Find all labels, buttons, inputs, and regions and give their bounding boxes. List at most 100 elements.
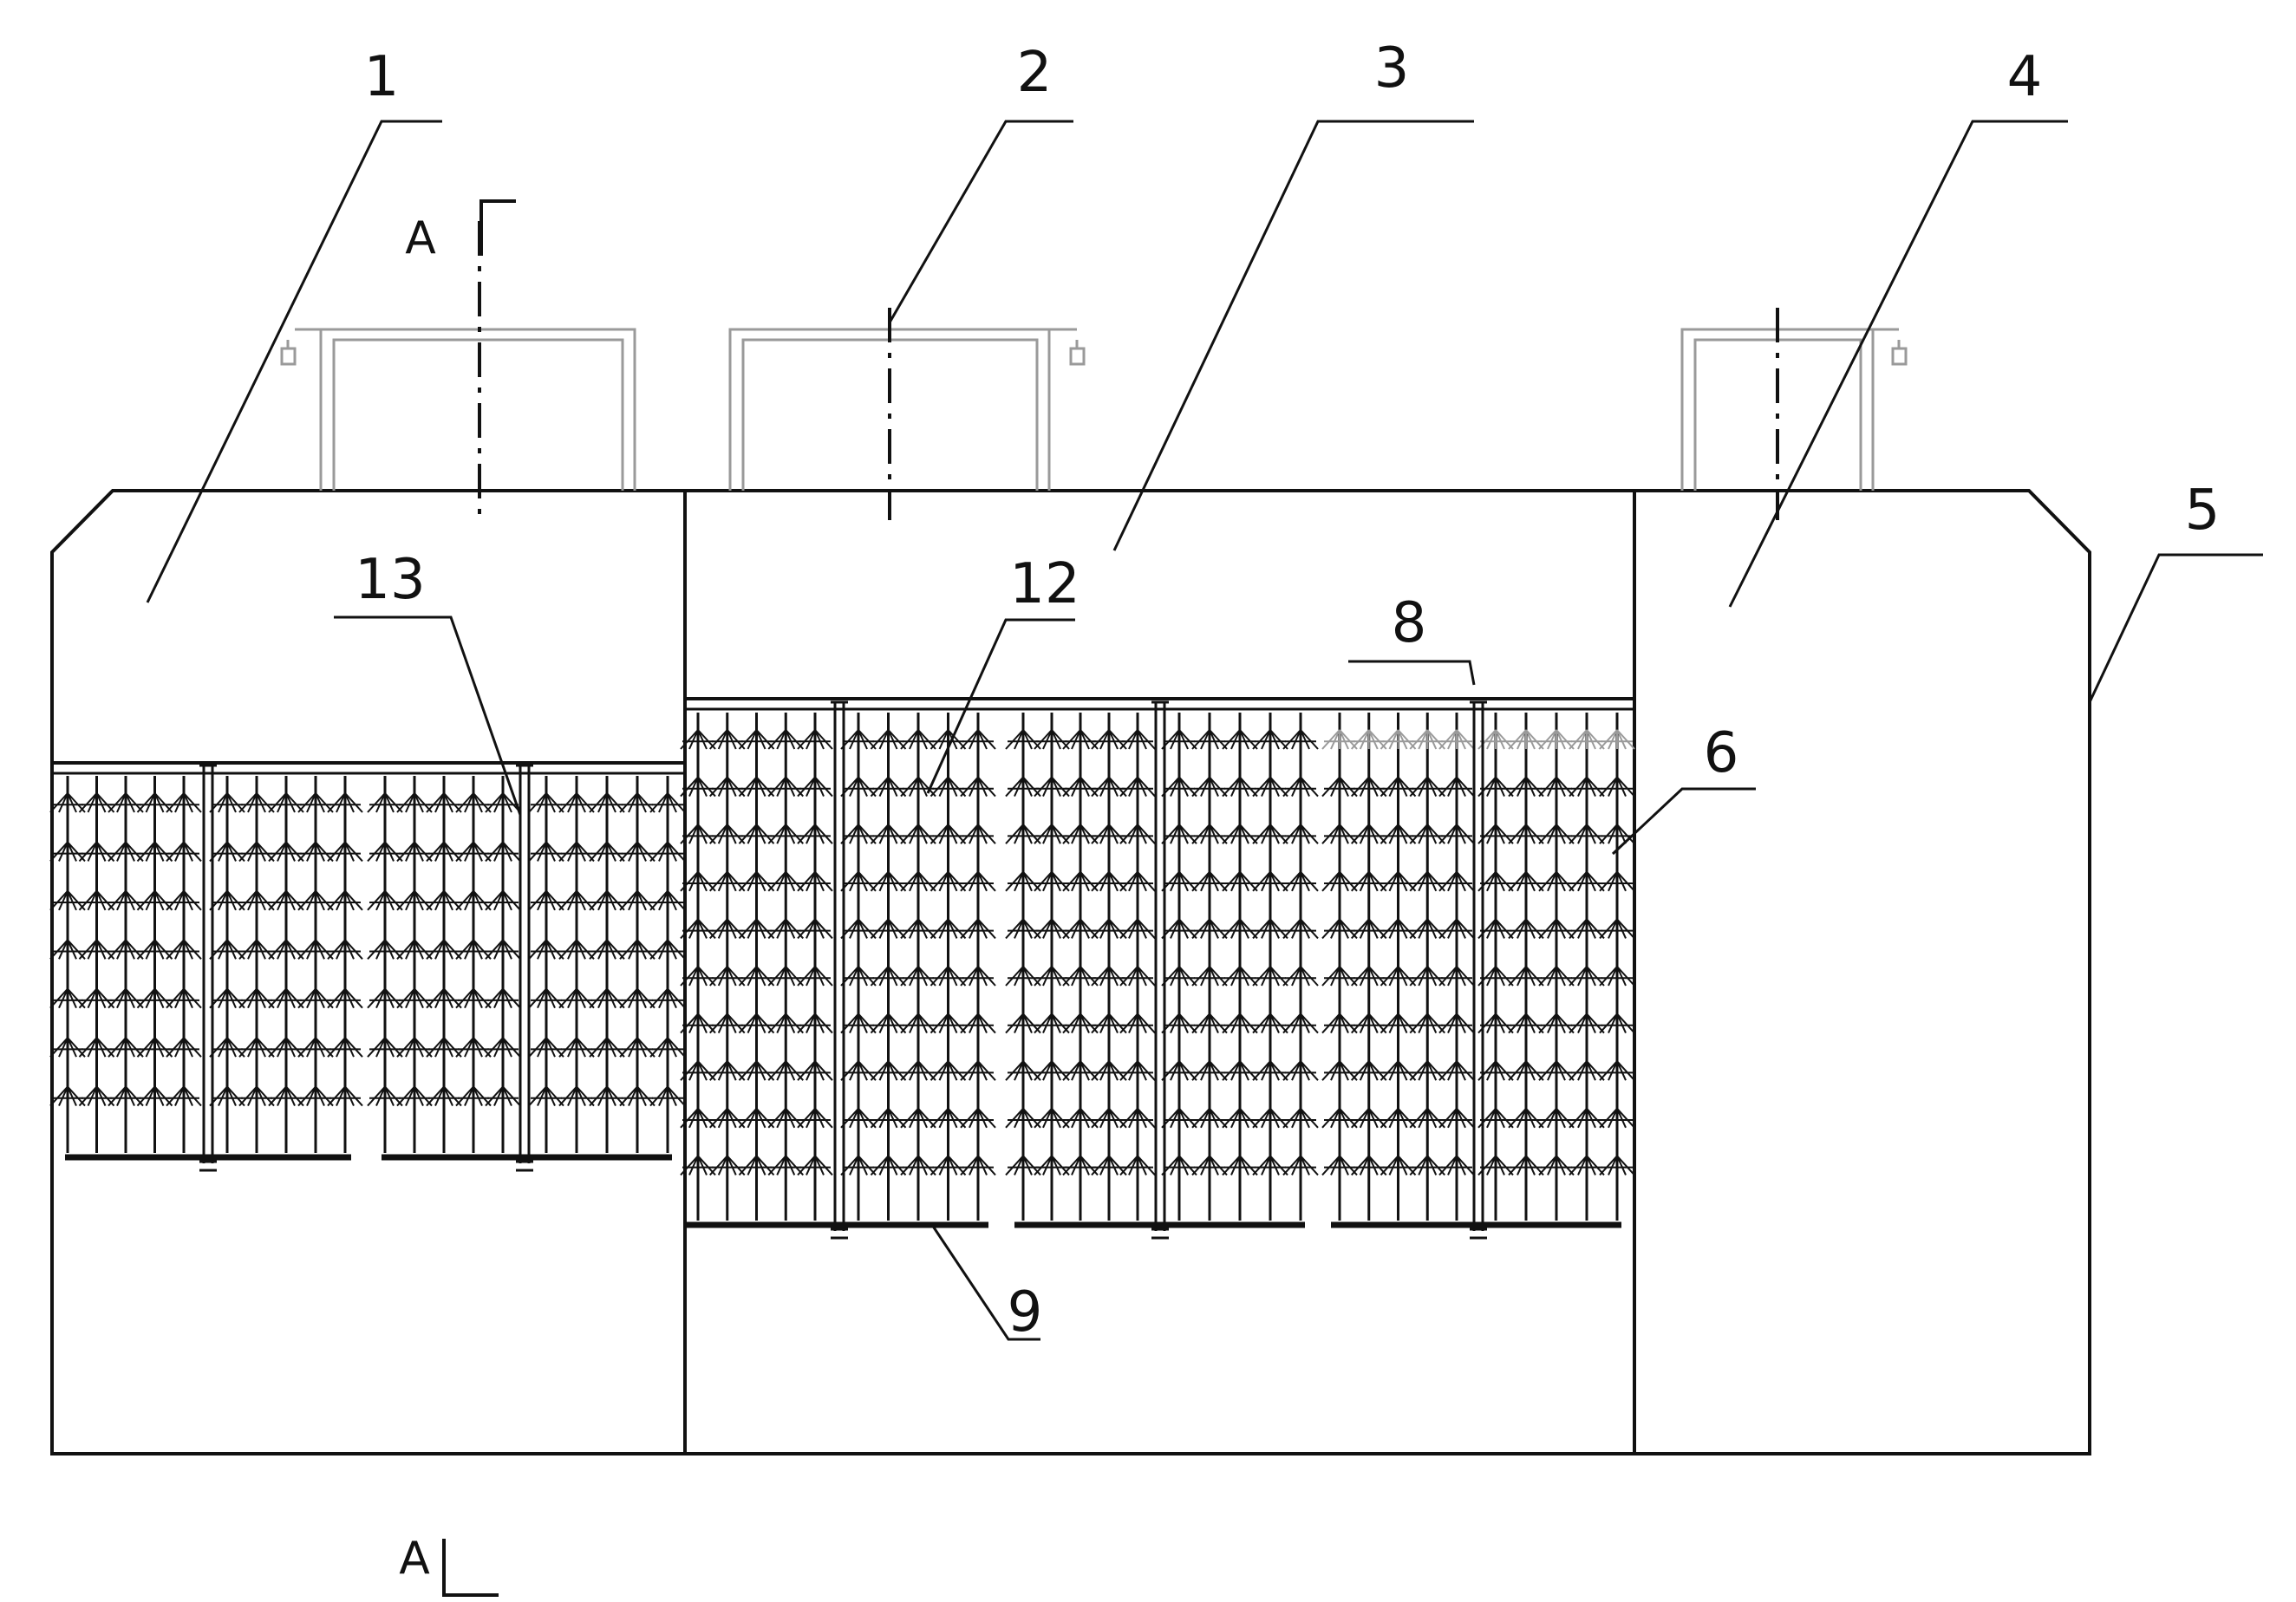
media-fiber — [473, 890, 483, 911]
media-fiber — [977, 729, 996, 750]
media-fiber — [900, 871, 919, 892]
media-fiber — [174, 890, 185, 911]
media-fiber — [697, 918, 708, 939]
media-fiber — [1359, 918, 1370, 939]
media-fiber — [1438, 871, 1458, 892]
media-fiber — [1456, 1060, 1475, 1081]
media-fiber — [1525, 776, 1544, 798]
media-fiber — [1525, 824, 1544, 844]
media-fiber — [537, 842, 547, 862]
media-fiber — [680, 729, 699, 750]
media-fiber — [1022, 824, 1033, 844]
media-fiber — [726, 1108, 737, 1129]
media-fiber — [1569, 1108, 1588, 1129]
media-fiber — [1269, 729, 1280, 750]
media-fiber — [1062, 1060, 1081, 1081]
media-fiber — [1599, 1155, 1618, 1176]
media-fiber — [1209, 777, 1219, 798]
media-fiber — [947, 966, 958, 987]
media-fiber — [1080, 1155, 1090, 1175]
media-fiber — [619, 988, 638, 1009]
media-fiber — [1409, 1108, 1428, 1129]
media-fiber — [268, 841, 287, 863]
media-fiber — [938, 918, 949, 939]
media-fiber — [1477, 918, 1497, 940]
media-fiber — [870, 1155, 890, 1176]
media-fiber — [502, 988, 512, 1009]
media-fiber — [1209, 1060, 1219, 1081]
media-fiber — [1388, 966, 1399, 987]
media-fiber — [1599, 1108, 1618, 1129]
media-fiber — [1191, 1108, 1210, 1129]
media-fiber — [938, 871, 949, 892]
media-fiber — [558, 1085, 577, 1107]
media-fiber — [1239, 824, 1258, 844]
media-fiber — [858, 729, 868, 750]
media-fiber — [434, 1037, 445, 1058]
media-fiber — [938, 966, 949, 987]
media-fiber — [285, 988, 296, 1009]
media-fiber — [849, 777, 859, 798]
media-fiber — [960, 776, 979, 798]
media-fiber — [1051, 1155, 1061, 1175]
media-fiber — [336, 1037, 346, 1058]
media-fiber — [1269, 966, 1280, 987]
media-fiber — [1569, 1013, 1588, 1034]
media-fiber — [174, 792, 185, 813]
media-fiber — [502, 988, 521, 1009]
media-fiber — [558, 890, 577, 911]
media-fiber — [917, 1060, 928, 1081]
media-fiber — [1200, 918, 1210, 939]
media-fiber — [277, 1086, 287, 1106]
media-fiber — [528, 988, 547, 1009]
media-fiber — [1261, 871, 1271, 892]
media-fiber — [183, 1086, 193, 1106]
media-fiber — [1380, 1013, 1399, 1034]
media-fiber — [900, 1013, 919, 1034]
media-fiber — [619, 939, 638, 960]
media-fiber — [426, 1037, 445, 1058]
media-fiber — [747, 1060, 758, 1081]
media-fiber — [636, 792, 647, 813]
media-fiber — [183, 939, 202, 960]
media-fiber — [1556, 871, 1575, 892]
media-fiber — [367, 1037, 386, 1058]
media-fiber — [917, 824, 928, 844]
media-fiber — [589, 841, 608, 863]
media-fiber — [1071, 824, 1081, 844]
media-fiber — [1239, 871, 1249, 892]
media-fiber — [870, 776, 890, 798]
media-fiber — [929, 1108, 949, 1129]
media-fiber — [1300, 1060, 1310, 1081]
media-fiber — [1426, 918, 1438, 939]
media-fiber — [1261, 777, 1271, 798]
media-fiber — [567, 988, 577, 1009]
media-fiber — [1447, 1155, 1458, 1175]
media-fiber — [636, 1086, 647, 1106]
media-fiber — [1062, 1155, 1081, 1176]
media-fiber — [726, 966, 737, 987]
media-fiber — [256, 939, 266, 960]
media-fiber — [1042, 1108, 1053, 1129]
media-fiber — [528, 890, 547, 911]
media-fiber — [1351, 729, 1370, 750]
media-fiber — [977, 1013, 988, 1034]
media-fiber — [576, 988, 586, 1009]
media-fiber — [58, 939, 68, 960]
media-fiber — [166, 890, 185, 911]
media-fiber — [628, 1086, 638, 1106]
media-fiber — [887, 729, 898, 750]
media-fiber — [1447, 1108, 1458, 1129]
media-fiber — [315, 842, 325, 862]
media-fiber — [1577, 1060, 1588, 1081]
media-fiber — [493, 792, 504, 813]
media-fiber — [502, 792, 512, 813]
media-fiber — [667, 841, 686, 863]
media-fiber — [1071, 871, 1081, 892]
media-fiber — [755, 729, 766, 750]
media-fiber — [747, 1013, 758, 1034]
media-fiber — [1525, 1155, 1536, 1175]
media-fiber — [277, 890, 287, 911]
media-fiber — [567, 939, 577, 960]
media-fiber — [537, 939, 547, 960]
